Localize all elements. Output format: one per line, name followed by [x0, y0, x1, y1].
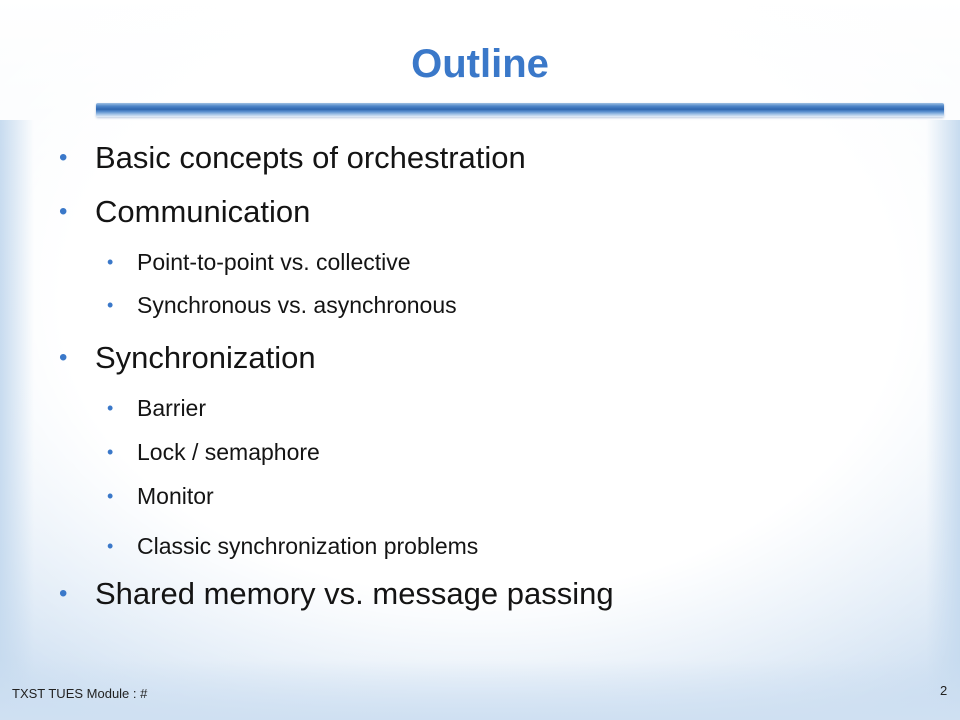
sub-bullet-item: • Monitor	[107, 482, 214, 510]
sub-bullet-item: • Classic synchronization problems	[107, 532, 479, 560]
bullet-text: Shared memory vs. message passing	[95, 576, 614, 611]
bullet-item: • Synchronization	[59, 340, 316, 376]
bullet-item: • Shared memory vs. message passing	[59, 576, 614, 612]
bullet-item: • Communication	[59, 194, 311, 230]
bullet-text: Synchronization	[95, 340, 316, 375]
bullet-icon: •	[59, 344, 68, 371]
sub-bullet-item: • Synchronous vs. asynchronous	[107, 291, 457, 319]
background-glow-bottom	[0, 660, 960, 720]
bullet-text: Basic concepts of orchestration	[95, 140, 526, 175]
title-divider	[96, 103, 944, 117]
background-glow-left	[0, 120, 34, 720]
bullet-item: • Basic concepts of orchestration	[59, 140, 526, 176]
bullet-text: Synchronous vs. asynchronous	[137, 292, 457, 318]
slide-title: Outline	[411, 42, 549, 86]
bullet-icon: •	[59, 198, 68, 225]
sub-bullet-item: • Point-to-point vs. collective	[107, 248, 411, 276]
bullet-icon: •	[107, 536, 114, 556]
sub-bullet-item: • Barrier	[107, 394, 207, 422]
bullet-icon: •	[107, 486, 114, 506]
bullet-icon: •	[107, 252, 114, 272]
bullet-icon: •	[107, 442, 114, 462]
footer-module-label: TXST TUES Module : #	[12, 686, 148, 701]
bullet-text: Point-to-point vs. collective	[137, 249, 411, 275]
bullet-text: Communication	[95, 194, 311, 229]
bullet-icon: •	[107, 398, 114, 418]
bullet-text: Barrier	[137, 395, 207, 421]
bullet-icon: •	[107, 295, 114, 315]
background-glow-right	[926, 120, 960, 720]
bullet-text: Lock / semaphore	[137, 439, 320, 465]
bullet-icon: •	[59, 144, 68, 171]
bullet-text: Classic synchronization problems	[137, 533, 479, 559]
sub-bullet-item: • Lock / semaphore	[107, 438, 320, 466]
bullet-text: Monitor	[137, 483, 214, 509]
bullet-icon: •	[59, 580, 68, 607]
page-number: 2	[940, 683, 948, 698]
